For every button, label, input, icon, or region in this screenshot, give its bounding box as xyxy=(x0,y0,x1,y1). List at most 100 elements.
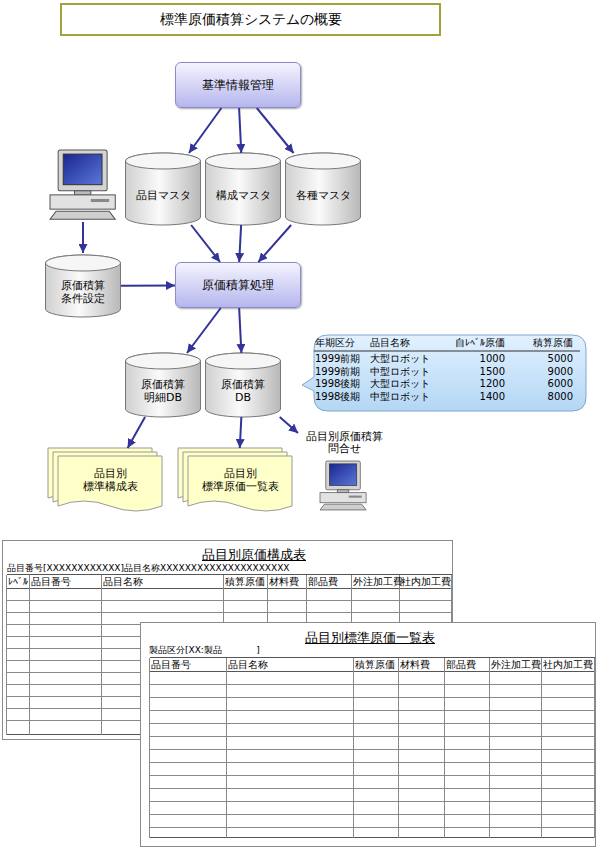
text-area: 構成マスタ xyxy=(205,169,281,221)
text-area: 原価積算 DB xyxy=(205,369,281,413)
table-cell: 1500 xyxy=(480,366,505,378)
grid-line xyxy=(150,697,595,698)
title-text: 標準原価積算システムの概要 xyxy=(160,11,342,29)
text-area: 原価積算 条件設定 xyxy=(45,271,121,313)
report-document: 品目別 標準原価一覧表 xyxy=(178,448,298,518)
node-label: 原価積算 条件設定 xyxy=(54,279,112,305)
database-cylinder: 原価積算 条件設定 xyxy=(45,255,121,317)
flow-arrow xyxy=(121,284,175,286)
grid-line xyxy=(101,575,102,735)
node-label: 構成マスタ xyxy=(216,189,271,202)
table-cell: 中型ロボット xyxy=(370,366,430,378)
database-cylinder: 品目マスタ xyxy=(125,153,201,225)
flow-arrow xyxy=(191,225,220,262)
database-cylinder: 原価積算 明細DB xyxy=(125,353,201,417)
cylinder-top xyxy=(126,353,201,369)
document-page xyxy=(188,456,292,511)
grid-line xyxy=(7,612,452,613)
column-header: 品目番号 xyxy=(151,659,191,672)
flow-arrow xyxy=(189,108,221,153)
document-page xyxy=(58,456,162,511)
computer-terminal xyxy=(50,150,115,219)
cylinder-body xyxy=(206,153,281,225)
node-label: 品目別 標準構成表 xyxy=(68,467,152,493)
text-area: 品目別 標準構成表 xyxy=(58,456,162,504)
node-label: 原価積算 DB xyxy=(214,378,272,404)
callout-bubble: 年期区分品目名称自ﾚﾍﾞﾙ原価積算原価1999前期大型ロボット100050001… xyxy=(300,333,588,415)
node-label: 品目別原価積算 問合せ xyxy=(302,431,386,455)
flow-arrow xyxy=(280,417,298,433)
column-header: ﾚﾍﾞﾙ xyxy=(8,576,28,587)
table-cell: 9000 xyxy=(548,366,573,378)
flow-arrow xyxy=(240,417,242,448)
grid-line xyxy=(150,762,595,763)
grid-line xyxy=(150,827,595,828)
column-header: 品目名称 xyxy=(103,576,143,589)
grid-line xyxy=(7,600,452,601)
column-header: 社内加工費 xyxy=(543,659,593,672)
flow-arrow xyxy=(257,108,294,153)
table-cell: 大型ロボット xyxy=(370,353,430,365)
flow-arrow xyxy=(239,308,241,353)
column-header: 積算原価 xyxy=(355,659,395,672)
column-header: 材料費 xyxy=(269,576,299,589)
node-label: 原価積算処理 xyxy=(202,279,274,292)
cylinder-body xyxy=(126,153,201,225)
grid-line xyxy=(150,801,595,802)
table-cell: 1999前期 xyxy=(315,366,360,378)
table-cell: 8000 xyxy=(548,391,573,403)
table-cell: 自ﾚﾍﾞﾙ原価 xyxy=(455,337,505,349)
node-label: 各種マスタ xyxy=(296,189,351,202)
form-field: 品目番号[XXXXXXXXXXXX]品目名称XXXXXXXXXXXXXXXXXX… xyxy=(7,562,290,575)
table-cell: 1200 xyxy=(480,378,505,390)
form-title: 品目別原価構成表 xyxy=(144,547,364,564)
grid-line xyxy=(7,588,452,589)
title-box: 標準原価積算システムの概要 xyxy=(60,3,441,36)
table-cell: 品目名称 xyxy=(370,337,410,349)
column-header: 社内加工費 xyxy=(401,576,451,589)
report-document: 品目別 標準構成表 xyxy=(48,448,168,518)
flow-arrow xyxy=(128,417,145,448)
grid-line xyxy=(150,684,595,685)
table-cell: 1400 xyxy=(480,391,505,403)
header-rule xyxy=(314,351,580,352)
column-header: 外注加工費 xyxy=(491,659,541,672)
terminal-node: 品目別原価積算 問合せ xyxy=(298,428,390,518)
flow-arrow xyxy=(239,225,241,262)
text-area: 基準情報管理 xyxy=(176,63,300,107)
form-field: 製品区分[XX:製品 ] xyxy=(149,644,260,657)
node-label: 品目別 標準原価一覧表 xyxy=(198,467,282,493)
grid-line xyxy=(150,788,595,789)
cylinder-top xyxy=(206,153,281,169)
column-header: 材料費 xyxy=(400,659,430,672)
form-title: 品目別標準原価一覧表 xyxy=(260,630,480,647)
grid-line xyxy=(150,837,595,838)
text-area: 各種マスタ xyxy=(285,169,361,221)
text-area: 品目別原価積算 問合せ xyxy=(298,428,390,458)
text-area: 原価積算処理 xyxy=(176,263,300,307)
cylinder-body xyxy=(286,153,361,225)
node-label: 原価積算 明細DB xyxy=(134,378,192,404)
text-area: 品目別 標準原価一覧表 xyxy=(188,456,292,504)
table-cell: 1999前期 xyxy=(315,353,360,365)
grid-line xyxy=(150,814,595,815)
table-cell: 1000 xyxy=(480,353,505,365)
report-form: 品目別標準原価一覧表製品区分[XX:製品 ]品目番号品目名称積算原価材料費部品費… xyxy=(140,622,596,847)
cylinder-top xyxy=(126,153,201,169)
cylinder-top xyxy=(206,353,281,369)
cylinder-body xyxy=(126,353,201,417)
flow-arrow xyxy=(239,108,241,153)
cylinder-body xyxy=(206,353,281,417)
cylinder-top xyxy=(46,255,121,271)
table-cell: 大型ロボット xyxy=(370,378,430,390)
grid-line xyxy=(150,736,595,737)
grid-line xyxy=(150,775,595,776)
database-cylinder: 構成マスタ xyxy=(205,153,281,225)
grid-line xyxy=(6,575,7,735)
cylinder-body xyxy=(46,255,121,317)
grid-line xyxy=(150,749,595,750)
table-cell: 年期区分 xyxy=(315,337,355,349)
table-cell: 中型ロボット xyxy=(370,391,430,403)
process-box: 原価積算処理 xyxy=(175,262,301,308)
table-cell: 1998後期 xyxy=(315,391,360,403)
